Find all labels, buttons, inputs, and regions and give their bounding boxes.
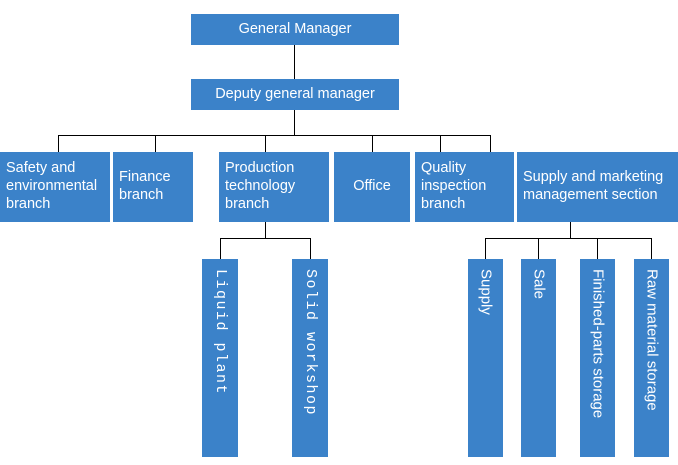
connector-drop-production [265,135,266,152]
node-supply-marketing-management-section[interactable]: Supply and marketing management section [517,152,678,222]
node-office-label: Office [353,178,391,195]
connector-drop-supply-dept [485,238,486,259]
node-liquid-plant[interactable]: Liquid plant [202,259,238,457]
connector-supply-stem [570,222,571,238]
connector-deputy-stem [294,110,295,135]
connector-drop-liquid-plant [220,238,221,259]
node-finished-parts-storage[interactable]: Finished-parts storage [580,259,615,457]
node-sale[interactable]: Sale [521,259,556,457]
connector-drop-supply [490,135,491,152]
node-office[interactable]: Office [334,152,410,222]
node-sale-label: Sale [530,269,548,300]
node-safety-environmental-branch[interactable]: Safety and environmental branch [0,152,110,222]
connector-drop-finance [155,135,156,152]
connector-production-bus [220,238,311,239]
node-supply[interactable]: Supply [468,259,503,457]
node-liquid-plant-label: Liquid plant [211,269,229,396]
node-deputy-general-manager[interactable]: Deputy general manager [191,79,399,110]
connector-supply-bus [485,238,651,239]
node-finance-branch-label: Finance branch [119,169,171,203]
node-raw-material-storage-label: Raw material storage [643,269,661,411]
node-finished-parts-storage-label: Finished-parts storage [589,269,607,419]
connector-gm-to-deputy [294,45,295,79]
connector-drop-finished-parts [597,238,598,259]
node-general-manager[interactable]: General Manager [191,14,399,45]
node-general-manager-label: General Manager [238,20,352,37]
connector-production-stem [265,222,266,238]
node-quality-inspection-branch[interactable]: Quality inspection branch [415,152,514,222]
connector-drop-safety [58,135,59,152]
node-supply-marketing-management-section-label: Supply and marketing management section [523,169,664,203]
node-raw-material-storage[interactable]: Raw material storage [634,259,669,457]
node-solid-workshop-label: Solid workshop [301,269,319,417]
node-production-technology-branch[interactable]: Production technology branch [219,152,329,222]
connector-drop-sale [538,238,539,259]
node-solid-workshop[interactable]: Solid workshop [292,259,328,457]
connector-drop-raw-material [651,238,652,259]
node-safety-environmental-branch-label: Safety and environmental branch [6,160,98,212]
node-finance-branch[interactable]: Finance branch [113,152,193,222]
connector-drop-quality [440,135,441,152]
node-deputy-general-manager-label: Deputy general manager [215,85,375,102]
connector-drop-office [372,135,373,152]
node-supply-label: Supply [477,269,495,315]
connector-drop-solid-workshop [310,238,311,259]
node-production-technology-branch-label: Production technology branch [225,160,296,212]
node-quality-inspection-branch-label: Quality inspection branch [421,160,487,212]
connector-level3-bus [58,135,491,136]
